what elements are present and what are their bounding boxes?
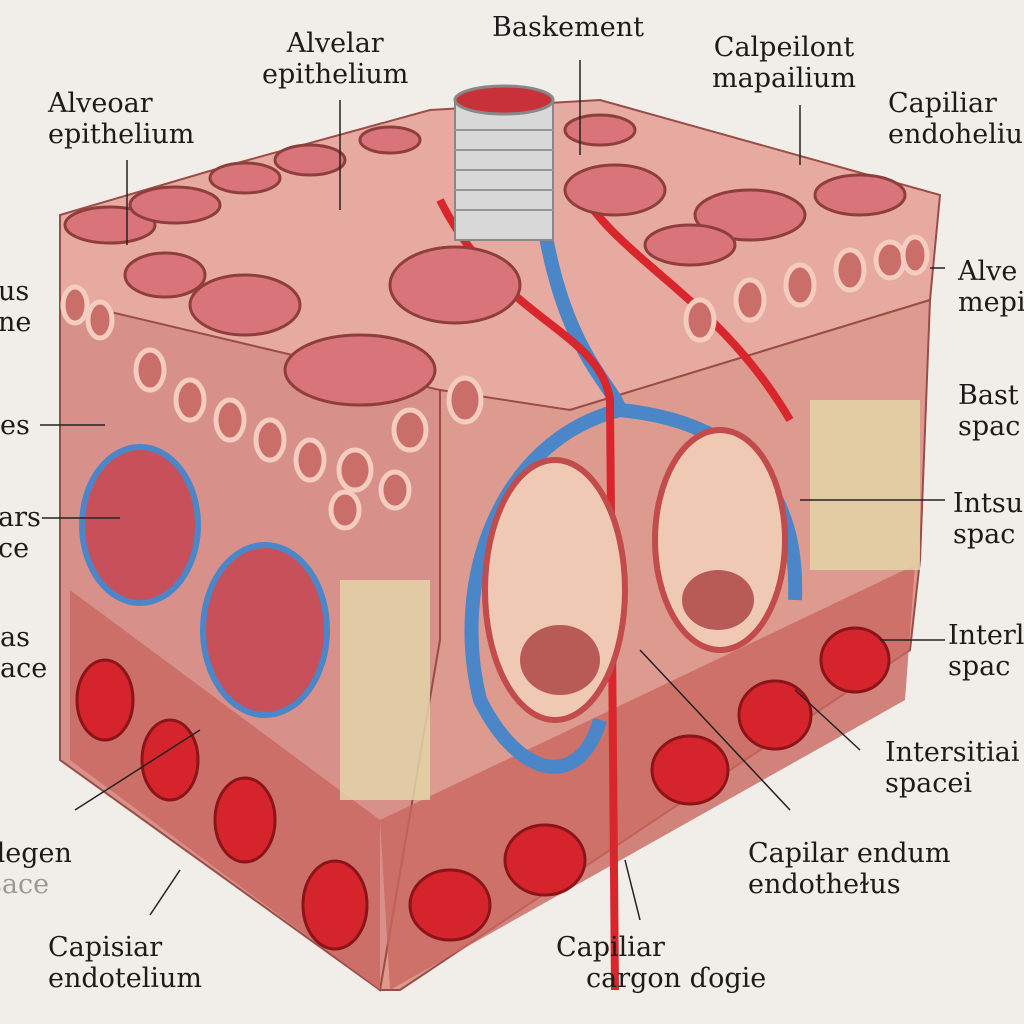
label-line: endotelium (48, 963, 202, 994)
label-line: ne (0, 307, 32, 338)
label-line: Capilar endum (748, 838, 951, 869)
label-left-5: llegensace (0, 838, 72, 900)
label-line: spacei (885, 768, 972, 799)
label-line: endotheɫus (748, 869, 901, 900)
label-baskement: Baskement (492, 12, 644, 43)
interstitial-mesh-right (810, 400, 920, 570)
label-line: Interl (948, 620, 1024, 651)
label-line: mapailium (712, 63, 856, 94)
label-left-2: es (0, 410, 30, 441)
label-line: mepi (958, 287, 1024, 318)
label-line: Capiliar (556, 932, 665, 963)
label-line: es (0, 410, 30, 441)
label-line: epithelium (48, 119, 195, 150)
label-line: Capisiar (48, 932, 163, 963)
red-vessel (436, 188, 794, 991)
capillary-cross-section (79, 444, 201, 606)
label-line: ace (0, 653, 48, 684)
label-line: endoheliu (888, 119, 1023, 150)
label-line: Alve (958, 256, 1018, 287)
label-line: ce (0, 533, 30, 564)
label-line: Alvelar (286, 28, 384, 59)
capillary-cross-section (200, 542, 330, 718)
label-line: cargon ɗogie (586, 963, 767, 994)
label-line: us (0, 276, 30, 307)
interstitial-mesh (340, 580, 430, 800)
alveolar-ducts (63, 113, 907, 407)
label-line: Intsu (953, 488, 1024, 519)
label-line: spac (958, 411, 1021, 442)
label-line: ars (0, 502, 41, 533)
label-line: llegen (0, 838, 72, 869)
label-line: Calpeilont (713, 32, 855, 63)
label-line: Alveoar (48, 88, 153, 119)
label-line: epithelium (262, 59, 409, 90)
label-line: Intersitiai (885, 737, 1020, 768)
label-line: spac (948, 651, 1011, 682)
label-line: Baskement (492, 12, 644, 43)
label-line: spac (953, 519, 1016, 550)
leader-lines (40, 60, 945, 921)
tube-openings (60, 234, 930, 531)
label-line: Bast (958, 380, 1019, 411)
label-line: as (0, 622, 30, 653)
label-line: Capiliar (888, 88, 997, 119)
